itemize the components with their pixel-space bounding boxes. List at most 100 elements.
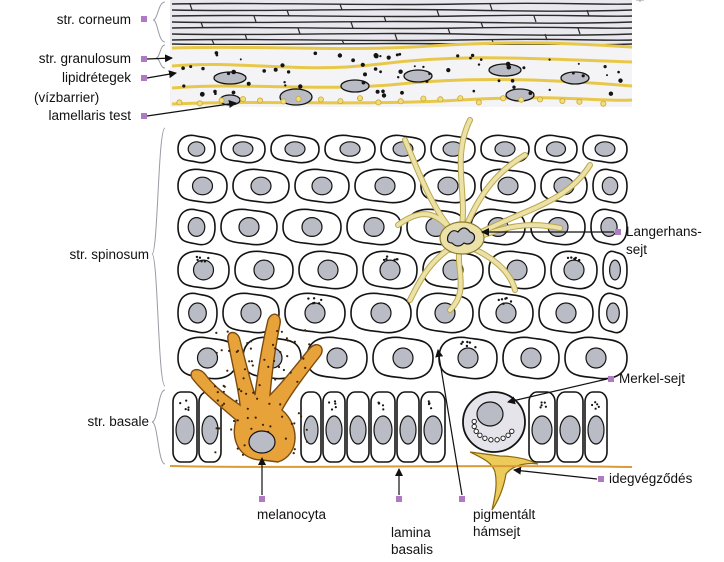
basal-nucleus [374, 416, 392, 444]
melanin-granule [540, 406, 542, 408]
spinous-nucleus [340, 142, 360, 156]
keratohyalin-granule [247, 82, 251, 86]
melanin-granule [385, 258, 387, 260]
keratohyalin-granule [387, 56, 391, 60]
keratohyalin-granule [240, 58, 242, 60]
square-marker-icon [141, 16, 147, 22]
square-marker-icon [141, 113, 147, 119]
square-marker-icon [615, 229, 621, 235]
melanosome [304, 329, 306, 331]
melanosome [228, 350, 230, 352]
melanin-granule [318, 302, 320, 304]
keratohyalin-granule [473, 90, 476, 93]
spinous-nucleus [239, 218, 259, 237]
melanosome [293, 452, 295, 454]
melanin-granule [595, 408, 597, 410]
keratohyalin-granule [609, 92, 613, 96]
merkel-granule [506, 433, 510, 437]
melanosome [291, 423, 293, 425]
melanosome [233, 420, 235, 422]
melanosome [255, 417, 257, 419]
melanosome [214, 385, 216, 387]
spinous-nucleus [312, 177, 332, 195]
melanosome [248, 360, 250, 362]
melanin-granule [386, 255, 388, 257]
basal-nucleus [532, 416, 552, 444]
melanin-granule [544, 402, 546, 404]
melanin-granule [334, 400, 336, 402]
lamellar-body [296, 96, 301, 101]
keratohyalin-granule [469, 57, 472, 60]
merkel-granule [483, 436, 487, 440]
keratohyalin-granule [298, 84, 302, 88]
melanosome [250, 340, 252, 342]
label-pigmentalt-line2: hámsejt [473, 524, 520, 540]
lamellar-body [197, 101, 202, 106]
keratohyalin-granule [478, 63, 480, 65]
melanosome [273, 360, 275, 362]
spinous-nucleus [198, 348, 218, 368]
keratohyalin-granule [283, 81, 285, 83]
melanosome [300, 415, 302, 417]
melanosome [306, 441, 308, 443]
melanosome [217, 391, 219, 393]
lamellar-body [421, 96, 426, 101]
spinous-nucleus [380, 260, 400, 280]
keratohyalin-granule [529, 91, 533, 95]
melanin-granule [393, 259, 395, 261]
square-marker-icon [141, 75, 147, 81]
keratohyalin-granule [382, 93, 386, 97]
spinous-nucleus [607, 303, 620, 323]
melanin-granule [567, 257, 569, 259]
label-str-basale: str. basale [87, 414, 149, 430]
melanin-granule [313, 302, 315, 304]
melanosome [226, 370, 228, 372]
basal-nucleus [326, 416, 342, 444]
keratohyalin-granule [280, 63, 284, 67]
melanin-granule [591, 404, 593, 406]
keratohyalin-granule [422, 66, 424, 68]
spinous-nucleus [302, 218, 322, 237]
melanin-granule [185, 400, 187, 402]
spinous-nucleus [495, 142, 515, 156]
label-idegvegzodes: idegvégződés [609, 471, 692, 487]
melanin-granule [575, 257, 577, 259]
melanosome [237, 448, 239, 450]
melanosome [256, 398, 258, 400]
merkel-granule [495, 438, 499, 442]
melanin-granule [428, 403, 430, 405]
stratum-granulosum [170, 43, 632, 107]
keratohyalin-granule [397, 76, 399, 78]
lamellar-body [601, 101, 606, 106]
melanosome [218, 427, 220, 429]
keratohyalin-granule [363, 72, 367, 76]
melanosome [230, 428, 232, 430]
keratohyalin-granule [200, 92, 205, 97]
stratum-corneum [170, 0, 632, 45]
basal-nucleus [350, 416, 366, 444]
melanosome [252, 364, 254, 366]
spinous-nucleus [556, 303, 576, 323]
melanin-granule [504, 298, 506, 300]
keratohyalin-granule [274, 68, 278, 72]
melanin-granule [207, 257, 209, 259]
melanosome [223, 391, 225, 393]
melanin-granule [474, 346, 476, 348]
keratohyalin-granule [471, 54, 474, 57]
keratohyalin-granule [446, 68, 450, 72]
granulosum-nucleus [489, 64, 521, 76]
keratohyalin-granule [572, 72, 575, 75]
keratohyalin-granule [578, 63, 580, 65]
melanin-granule [466, 345, 468, 347]
spinous-nucleus [371, 303, 391, 323]
keratohyalin-granule [232, 91, 236, 95]
melanosome [294, 341, 296, 343]
melanosome [279, 351, 281, 353]
basal-nucleus [588, 416, 604, 444]
melanosome [247, 417, 249, 419]
spinous-nucleus [547, 142, 566, 156]
melanin-granule [541, 404, 543, 406]
melanosome [278, 366, 280, 368]
melanosome [296, 381, 298, 383]
lamellar-body [560, 98, 565, 103]
